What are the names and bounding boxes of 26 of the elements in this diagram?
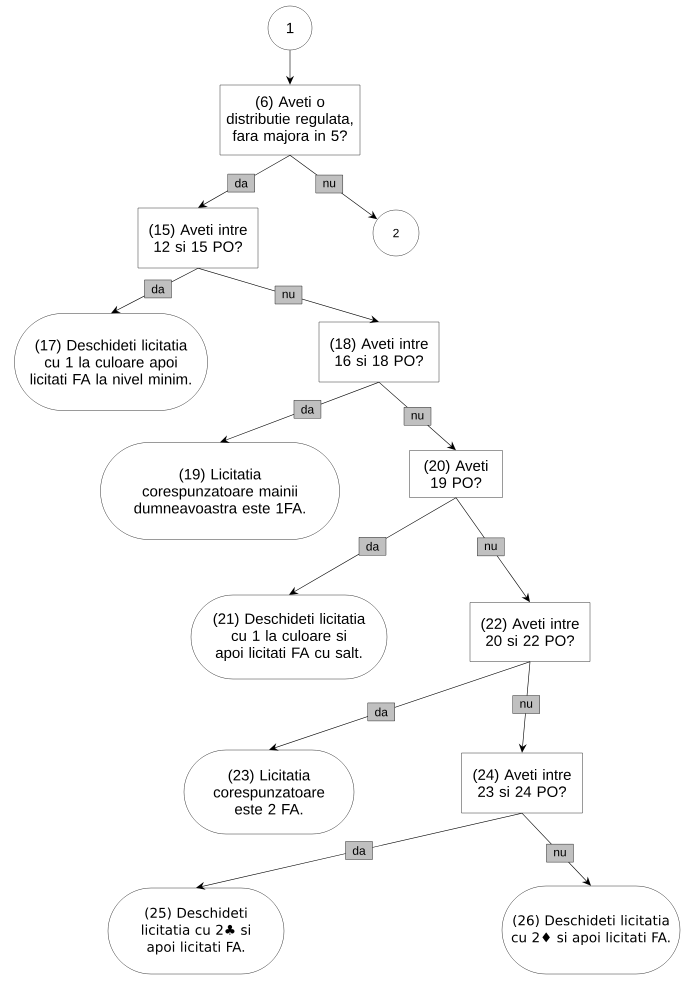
edge-label: da	[368, 702, 395, 722]
arrow	[196, 812, 522, 890]
edge-label: nu	[404, 407, 432, 426]
decision-box: (20) Aveti 19 PO?	[409, 450, 503, 498]
decision-box: (18) Aveti intre 16 si 18 PO?	[318, 322, 440, 382]
decision-box: (15) Aveti intre 12 si 15 PO?	[138, 208, 258, 268]
terminal-box: (25) Deschideti licitatia cu 2♣ si apoi licitati FA.	[108, 888, 284, 974]
edge-label: nu	[274, 286, 302, 304]
terminal-box: (17) Deschideti licitatia cu 1 la culoare apoi licitati FA la nivel minim.	[14, 313, 208, 411]
edge-label: da	[294, 400, 322, 418]
edge-label: da	[358, 537, 386, 556]
terminal-box: (21) Deschideti licitatia cu 1 la culoare si apoi licitati FA cu salt.	[190, 594, 388, 680]
edge-label: da	[228, 174, 255, 192]
edge-label: nu	[316, 174, 343, 194]
terminal-box: (23) Licitatia corespunzatoare este 2 FA.	[184, 750, 354, 834]
edge-label: nu	[477, 538, 504, 556]
edge-label: nu	[512, 695, 540, 714]
decision-box: (6) Aveti o distributie regulata, fara majora in 5?	[220, 84, 360, 156]
decision-box: (24) Aveti intre 23 si 24 PO?	[461, 752, 583, 814]
arrow	[269, 661, 530, 751]
edge-label: da	[144, 280, 172, 298]
terminal-box: (19) Licitatia corespunzatoare mainii dumneavoastra este 1FA.	[100, 442, 340, 540]
terminal-box: (26) Deschideti licitatia cu 2♦ si apoi licitati FA.	[502, 886, 680, 974]
decision-box: (22) Aveti intre 20 si 22 PO?	[470, 602, 590, 662]
edge-label: nu	[546, 844, 574, 862]
edge-label: da	[345, 841, 373, 860]
